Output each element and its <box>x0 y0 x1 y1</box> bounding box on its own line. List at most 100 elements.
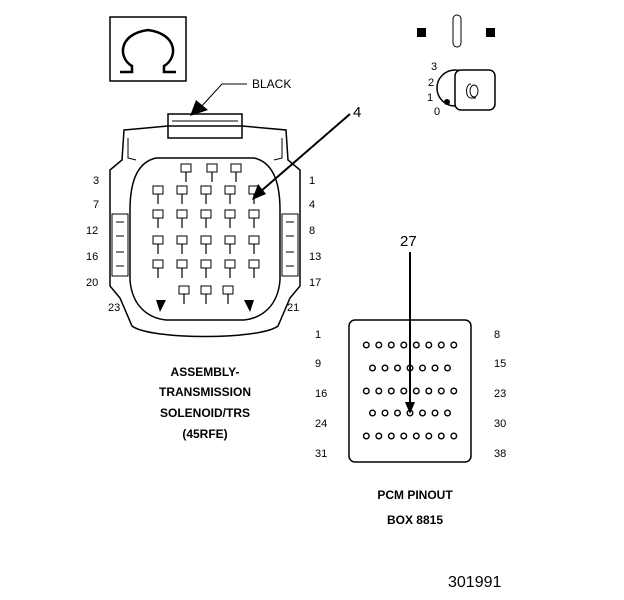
color-leader-line <box>199 83 247 109</box>
pcm-row-label-1: 1 <box>315 329 321 341</box>
connector-pin-8-label: 8 <box>309 225 315 237</box>
pcm-pin-dot <box>437 387 445 395</box>
ignition-key-symbol: 3 2 1 0 <box>417 14 496 118</box>
connector-terminal-23 <box>248 259 260 269</box>
pin-4-leader-line <box>259 113 351 193</box>
connector-pin-7-label: 7 <box>93 199 99 211</box>
connector-pin-20-label: 20 <box>86 277 98 289</box>
connector-pin-12-label: 12 <box>86 225 98 237</box>
key-slot-icon <box>452 14 462 48</box>
key-head-icon <box>454 69 496 111</box>
connector-pin-21-label: 21 <box>287 302 299 314</box>
pcm-pin-dot <box>412 341 420 349</box>
connector-caption-line-3: SOLENOID/TRS <box>160 406 250 420</box>
connector-terminal-21 <box>200 259 212 269</box>
pcm-pin-dot <box>369 409 377 417</box>
connector-terminal-17 <box>224 235 236 245</box>
connector-terminal-5 <box>176 185 188 195</box>
connector-lock-rib-left <box>111 213 129 277</box>
connector-terminal-12 <box>224 209 236 219</box>
pcm-pin-dot <box>419 364 427 372</box>
color-callout: BLACK <box>190 77 291 116</box>
connector-terminals <box>152 163 260 304</box>
pcm-pin-dot <box>450 341 458 349</box>
connector-terminal-9 <box>152 209 164 219</box>
pcm-pin-dot <box>450 432 458 440</box>
connector-terminal-24 <box>178 285 190 295</box>
connector-terminal-7 <box>224 185 236 195</box>
connector-color-label: BLACK <box>252 77 291 91</box>
key-on-marker <box>486 28 495 37</box>
pcm-pin-dot <box>437 432 445 440</box>
pcm-pin-dot <box>394 364 402 372</box>
pcm-row-label-24: 24 <box>315 418 327 430</box>
pcm-pin-dot <box>369 364 377 372</box>
ground-symbol <box>109 16 187 82</box>
key-position-dot <box>444 99 450 105</box>
pcm-row-label-16: 16 <box>315 388 327 400</box>
connector-terminal-4 <box>152 185 164 195</box>
pcm-row-labels-left: 1 9 16 24 31 <box>315 329 327 460</box>
pcm-pin-dot <box>425 432 433 440</box>
connector-pin-labels-right: 1 4 8 13 17 21 <box>287 175 321 314</box>
transmission-connector <box>109 113 301 338</box>
pcm-row-label-8: 8 <box>494 329 500 341</box>
pcm-pin-dot <box>412 387 420 395</box>
pcm-pin-dot <box>412 432 420 440</box>
pcm-row-label-15: 15 <box>494 358 506 370</box>
connector-terminal-20 <box>176 259 188 269</box>
key-off-marker <box>417 28 426 37</box>
pcm-row-label-9: 9 <box>315 358 321 370</box>
connector-pin-23-label: 23 <box>108 302 120 314</box>
pcm-caption-line-1: PCM PINOUT <box>377 488 453 502</box>
connector-terminal-13 <box>248 209 260 219</box>
connector-terminal-1 <box>180 163 192 173</box>
pcm-pin-dot <box>400 341 408 349</box>
key-position-3: 3 <box>431 61 437 73</box>
pcm-pin-dot <box>444 364 452 372</box>
connector-terminal-25 <box>200 285 212 295</box>
pcm-pin-dot <box>387 341 395 349</box>
pin-4-callout-label: 4 <box>353 104 361 121</box>
pcm-pin-27-arrowhead <box>405 402 415 414</box>
connector-housing <box>109 125 301 338</box>
pcm-caption: PCM PINOUT BOX 8815 <box>377 488 453 527</box>
omega-icon <box>120 28 176 74</box>
figure-number: 301991 <box>448 574 501 591</box>
connector-terminal-3 <box>230 163 242 173</box>
pcm-pin-dot <box>375 387 383 395</box>
connector-terminal-2 <box>206 163 218 173</box>
connector-key-right <box>244 300 254 312</box>
pcm-pin-dot <box>419 409 427 417</box>
pcm-pins <box>362 341 458 440</box>
pcm-pin-dot <box>400 387 408 395</box>
pcm-row-label-31: 31 <box>315 448 327 460</box>
pcm-pin-dot <box>431 409 439 417</box>
pcm-pin-dot <box>375 341 383 349</box>
connector-caption-line-4: (45RFE) <box>182 427 227 441</box>
pcm-pin-dot <box>425 387 433 395</box>
connector-pin-17-label: 17 <box>309 277 321 289</box>
pcm-pin-dot <box>394 409 402 417</box>
connector-terminal-6 <box>200 185 212 195</box>
connector-pin-labels-left: 3 7 12 16 20 23 <box>86 175 120 314</box>
pcm-caption-line-2: BOX 8815 <box>387 513 443 527</box>
pcm-row-label-23: 23 <box>494 388 506 400</box>
connector-terminal-18 <box>248 235 260 245</box>
pcm-pin-dot <box>400 432 408 440</box>
pcm-pin-dot <box>375 432 383 440</box>
pcm-pin-dot <box>387 432 395 440</box>
connector-caption-line-2: TRANSMISSION <box>159 385 251 399</box>
connector-terminal-15 <box>176 235 188 245</box>
connector-terminal-26 <box>222 285 234 295</box>
pcm-pin-dot <box>362 432 370 440</box>
ground-symbol-frame <box>109 16 187 82</box>
key-position-1: 1 <box>427 92 433 104</box>
connector-terminal-19 <box>152 259 164 269</box>
key-position-2: 2 <box>428 77 434 89</box>
color-arrowhead <box>190 100 208 116</box>
connector-pin-16-label: 16 <box>86 251 98 263</box>
pin-4-callout: 4 <box>252 104 361 200</box>
pin-4-arrowhead <box>252 184 266 200</box>
